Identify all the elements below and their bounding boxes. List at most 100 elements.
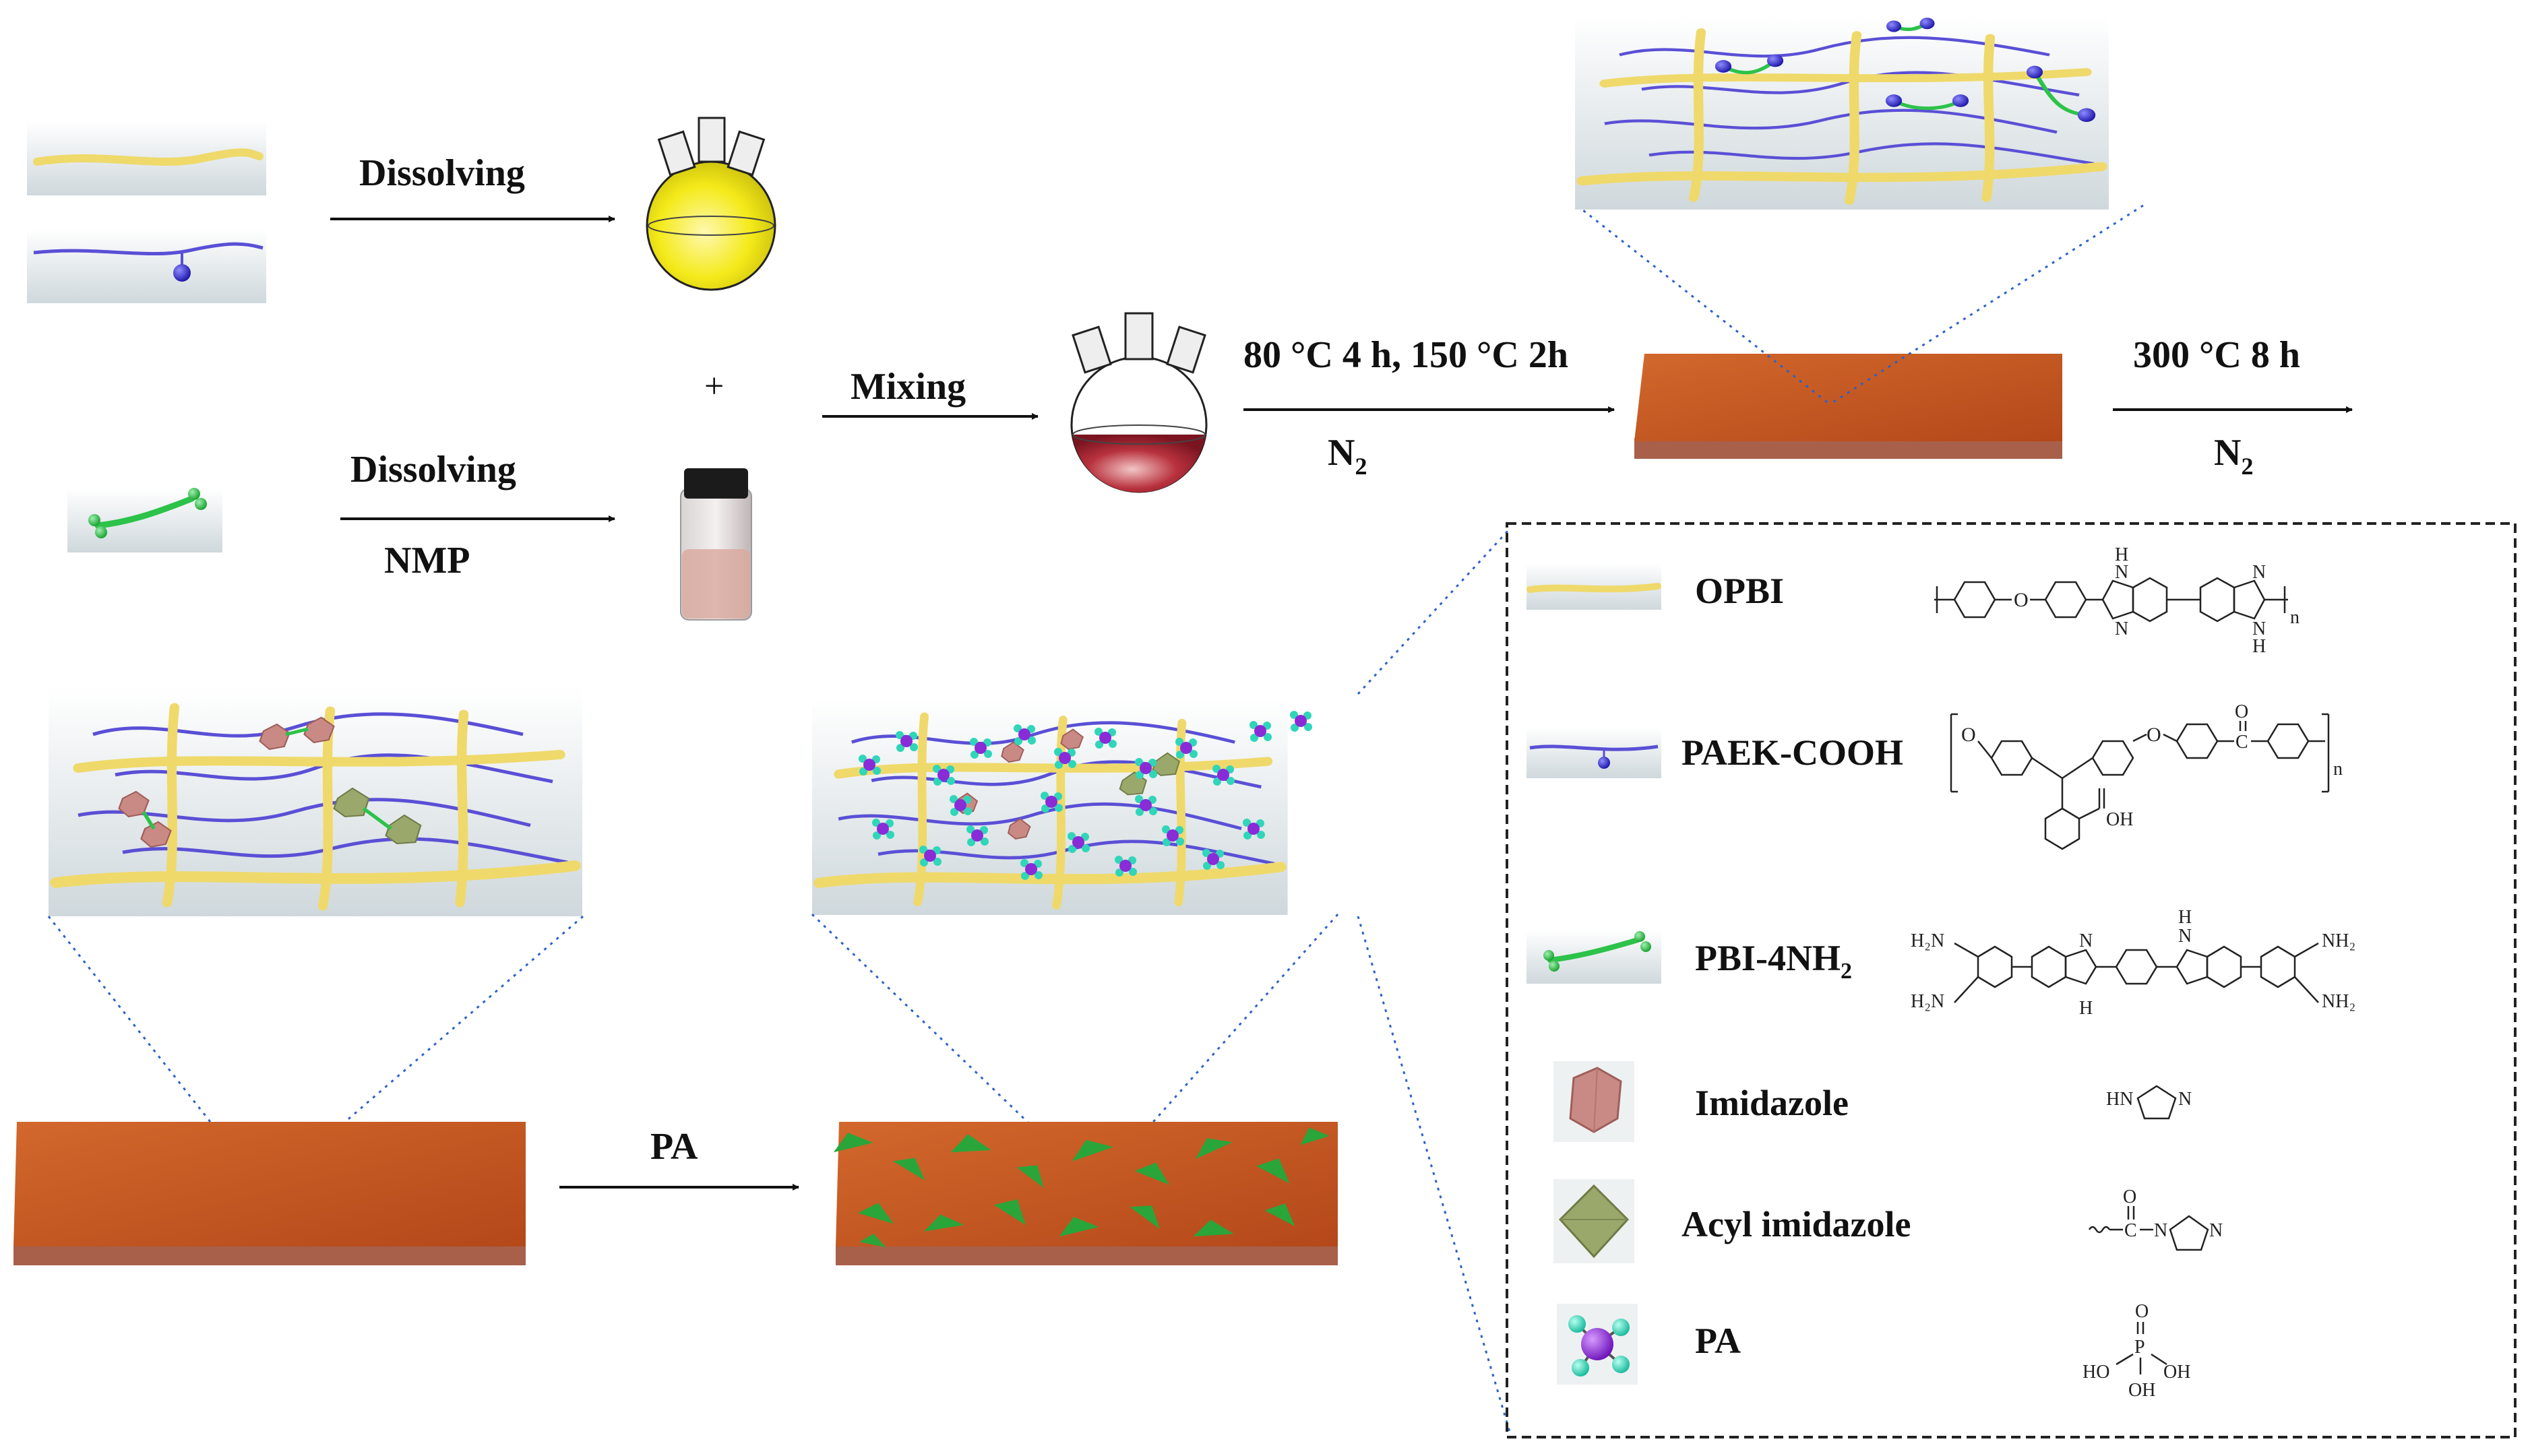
acyl-n2: N [2209, 1220, 2223, 1241]
pa-molecule-icon [1041, 792, 1063, 813]
pa-ho: HO [2082, 1362, 2109, 1383]
pa-molecule-icon [1054, 748, 1076, 769]
legend-pbi4nh2-label: PBI-4NH2 [1695, 938, 1852, 984]
acyl-c: C [2124, 1220, 2137, 1241]
legend-imidazole-label: Imidazole [1695, 1083, 1849, 1123]
pa-patch [994, 1199, 1026, 1226]
pa-molecule-icon [1135, 795, 1157, 816]
acyl-o: O [2123, 1186, 2136, 1207]
paek-co: O [2235, 701, 2248, 722]
opbi-n-right-bot: N [2252, 619, 2266, 639]
legend-opbi-swatch [1526, 563, 1661, 610]
pa-patch [1264, 1203, 1295, 1226]
nmp-label: NMP [384, 540, 470, 581]
opbi-h-top: H [2115, 544, 2128, 565]
legend-pa-label: PA [1695, 1321, 1741, 1361]
plus-sign: + [704, 367, 724, 406]
pa-patch [833, 1133, 873, 1153]
pa-molecule-icon [1212, 765, 1235, 786]
paek-o2: O [2147, 724, 2161, 746]
legend-pbi4nh2-swatch [1526, 930, 1661, 984]
pa-molecule-icon [919, 846, 942, 866]
phosphoric-acid-molecule-icon [1557, 1304, 1638, 1385]
legend-opbi-label: OPBI [1695, 571, 1784, 611]
zoom-lines-top [1576, 204, 2144, 406]
opbi-n-index: n [2290, 607, 2300, 628]
pbi-h1: H [2079, 998, 2093, 1019]
pa-molecule-icon [1094, 728, 1117, 749]
pa-p: P [2134, 1337, 2145, 1358]
paek-oh: OH [2106, 809, 2133, 830]
acyl-n1: N [2154, 1220, 2167, 1241]
pa-molecule-icon [859, 755, 881, 776]
imid-hn: HN [2106, 1089, 2133, 1110]
legend-pbi4nh2-main: PBI-4NH [1695, 938, 1841, 978]
imidazole-crystal-icon [1553, 1061, 1634, 1142]
paek-cooh-chain-swatch [27, 229, 266, 303]
pa-molecule-icon [1290, 711, 1312, 732]
pbi-nh2-top: NH₂ [2322, 930, 2355, 951]
pbi-n2: N [2178, 926, 2192, 947]
legend-paek-label: PAEK-COOH [1681, 732, 1903, 773]
paek-structure: O O C O n OH [1950, 701, 2343, 850]
dissolving-label-top: Dissolving [359, 152, 525, 194]
opbi-n-right-top: N [2252, 562, 2266, 583]
n2-label-1-sub: 2 [1355, 453, 1367, 480]
pa-patch [924, 1214, 964, 1232]
pa-patch [950, 1134, 991, 1153]
pbi-h2n-bot: H₂N [1911, 991, 1944, 1012]
pbi4nh2-structure: H₂N H₂N N H H N NH₂ NH₂ [1911, 907, 2355, 1019]
pbi-h2: H [2178, 907, 2192, 928]
pbi-h2n-top: H₂N [1911, 930, 1944, 951]
n2-label-2-sub: 2 [2241, 453, 2253, 480]
pa-molecule-icon [966, 825, 989, 846]
legend-pbi4nh2-sub: 2 [1841, 959, 1852, 984]
opbi-h-bot: H [2252, 636, 2266, 657]
legend-acyl-imidazole-label: Acyl imidazole [1681, 1204, 1911, 1244]
imid-n: N [2178, 1089, 2192, 1110]
opbi-structure: O H N N N N H n [1934, 544, 2300, 657]
dissolving-label-bottom: Dissolving [350, 449, 516, 490]
pa-molecule-icon [1014, 724, 1036, 745]
opbi-n-top: N [2115, 562, 2128, 583]
pa-oh-bottom: OH [2128, 1380, 2155, 1401]
pa-molecule-icon [1135, 758, 1157, 779]
pa-patch [859, 1234, 886, 1248]
zoom-lines-bottom-middle [811, 528, 1511, 1432]
pa-molecule-icon [1068, 832, 1090, 853]
pa-molecule-icon [970, 738, 992, 759]
crosslinked-membrane [13, 1122, 526, 1265]
acyl-imidazole-structure: C O N N [2088, 1186, 2223, 1251]
pa-patch [857, 1203, 894, 1224]
yellow-flask-icon [646, 117, 776, 291]
pa-doped-membrane [833, 1122, 1338, 1265]
pa-molecule-icon [1202, 849, 1225, 870]
pa-molecule-icon [896, 731, 918, 752]
opbi-chain-swatch [27, 121, 266, 195]
heating-label: 80 °C 4 h, 150 °C 2h [1243, 334, 1568, 376]
pa-patch [1059, 1217, 1099, 1237]
pbi-nh2-bot: NH₂ [2322, 991, 2355, 1012]
pbi-4nh2-chain-swatch [67, 488, 222, 552]
pa-patch [1300, 1127, 1330, 1145]
solution-vial-icon [680, 468, 752, 621]
pa-molecule-icon [1249, 721, 1272, 742]
paek-c: C [2235, 732, 2248, 753]
pa-doped-patches [833, 1127, 1330, 1248]
network-panel-crosslinked-membrane [49, 687, 582, 916]
pa-molecule-icon [1243, 819, 1265, 840]
opbi-o: O [2014, 589, 2029, 611]
pa-molecule-icon [1020, 859, 1043, 880]
pa-molecules-cluster [859, 711, 1312, 880]
cast-membrane [1634, 354, 2062, 459]
pa-molecule-icon [1175, 738, 1198, 759]
pa-doping-label: PA [650, 1126, 698, 1168]
paek-n-index: n [2333, 759, 2343, 780]
legend-box [1506, 522, 2517, 1438]
pa-patch [1016, 1165, 1044, 1188]
red-flask-icon [1070, 312, 1208, 493]
pbi-n1: N [2079, 930, 2093, 951]
pa-molecule-icon [950, 795, 972, 816]
pa-patch [1256, 1158, 1290, 1184]
